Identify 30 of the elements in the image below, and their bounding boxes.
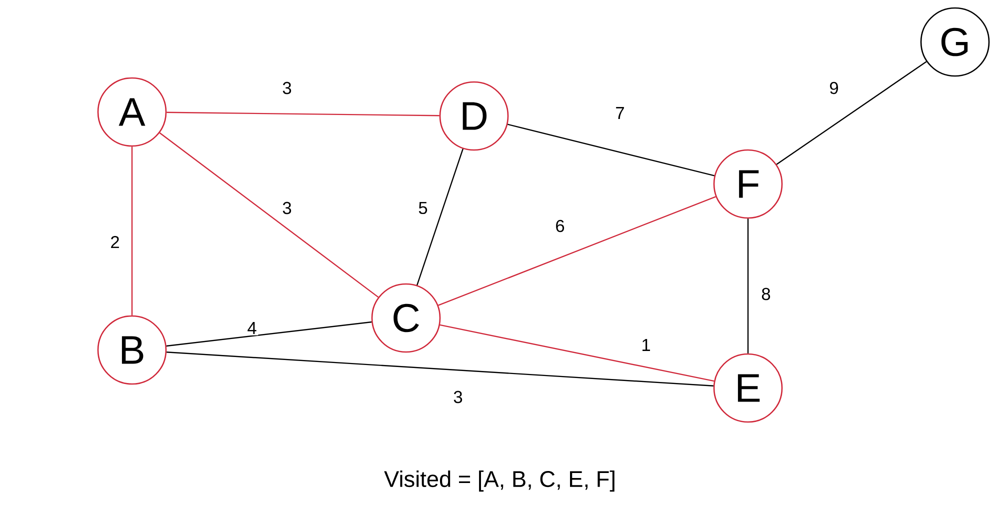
- graph-vertex: B: [97, 315, 167, 385]
- edge-weight: 6: [554, 218, 566, 234]
- graph-edge: [159, 132, 379, 298]
- graph-edge: [747, 218, 749, 354]
- graph-vertex: A: [97, 77, 167, 147]
- graph-edge: [440, 324, 714, 382]
- graph-edge: [438, 196, 716, 306]
- graph-edge: [166, 321, 372, 347]
- graph-vertex: E: [713, 353, 783, 423]
- edge-weight: 4: [246, 320, 258, 336]
- graph-vertex: G: [920, 7, 990, 77]
- edge-weight: 5: [416, 200, 430, 216]
- edge-weight: 3: [280, 200, 294, 216]
- edge-weight: 3: [452, 390, 464, 404]
- edge-weight: 2: [108, 234, 122, 250]
- edge-weight: 3: [280, 80, 294, 96]
- graph-vertex: F: [713, 149, 783, 219]
- visited-list-caption: Visited = [A, B, C, E, F]: [384, 470, 614, 492]
- graph-vertex: C: [371, 283, 441, 353]
- graph-edge: [131, 146, 133, 316]
- graph-edge: [166, 112, 440, 116]
- graph-edge: [508, 124, 714, 176]
- edge-weight: 9: [828, 80, 840, 96]
- graph-edge: [776, 61, 927, 165]
- edge-weight: 1: [640, 338, 652, 352]
- graph-vertex: D: [439, 81, 509, 151]
- graph-edge: [166, 352, 714, 386]
- graph-edge: [416, 148, 464, 286]
- edge-weight: 8: [760, 286, 772, 302]
- edge-weight: 7: [614, 106, 626, 120]
